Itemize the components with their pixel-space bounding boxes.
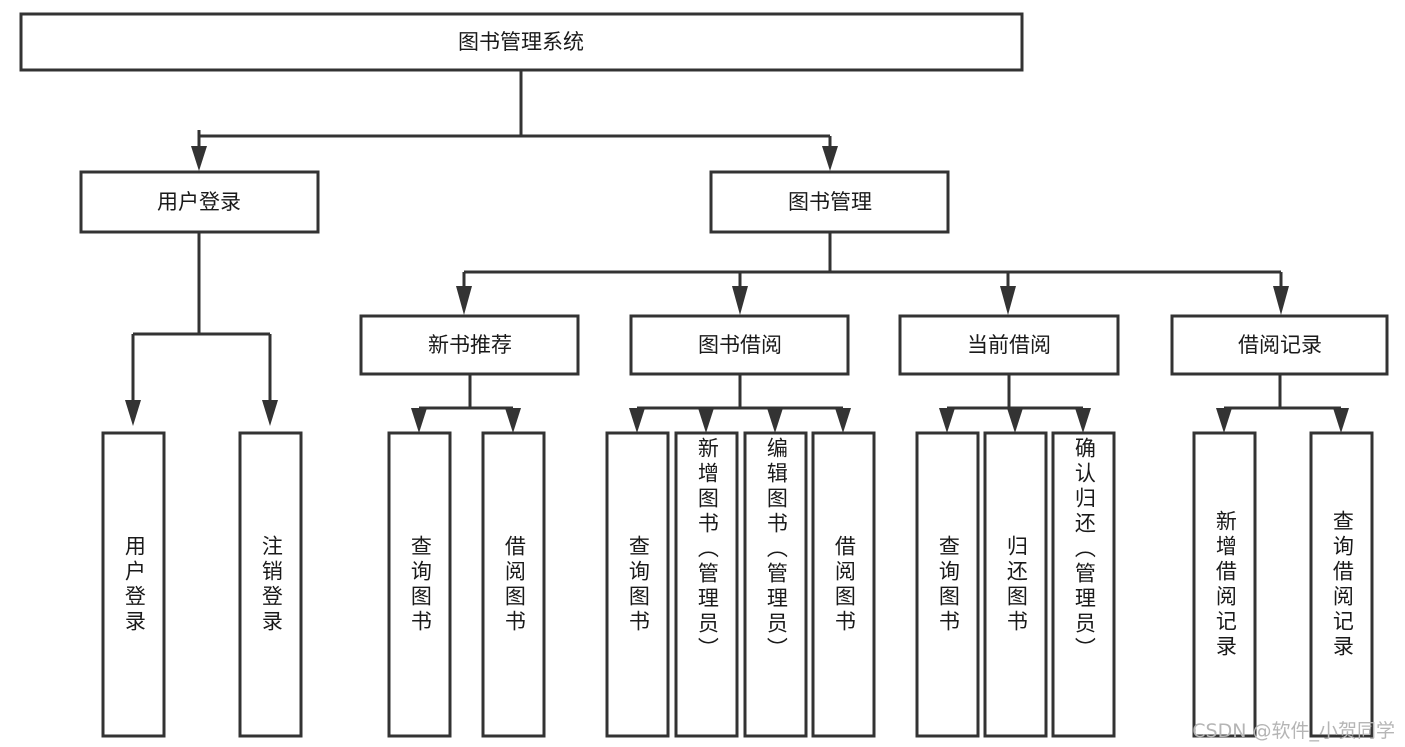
leaf-box-br-add-record[interactable]: [1192, 431, 1257, 738]
leaf-label-cb-query-book: 查询图书: [936, 534, 961, 635]
leaf-box-bb-query-book[interactable]: [605, 431, 670, 738]
leaf-label-wrap-nb-query-book: 查询图书: [389, 433, 450, 736]
arrow-head-current-borrow-2: [1007, 408, 1023, 433]
node-label-user-login: 用户登录: [157, 190, 241, 214]
leaf-box-cb-confirm-return[interactable]: [1051, 431, 1116, 738]
arrow-head-new-book-2: [505, 408, 521, 433]
node-box-current-borrow[interactable]: [898, 314, 1120, 376]
leaf-label-cb-return-book: 归还图书: [1004, 534, 1029, 635]
node-label-root: 图书管理系统: [458, 30, 584, 54]
arrow-head-new-book-1: [411, 408, 427, 433]
leaf-box-user-logout[interactable]: [238, 431, 303, 738]
leaf-box-bb-edit-book[interactable]: [743, 431, 808, 738]
arrow-head-book-borrow-4: [835, 408, 851, 433]
leaf-label-user-login: 用户登录: [122, 534, 147, 635]
leaf-label-wrap-bb-add-book: 新增图书（管理员）: [676, 433, 737, 736]
arrow-head-level3-3: [1000, 286, 1016, 315]
arrow-head-user-login-2: [262, 400, 278, 426]
leaf-label-bb-query-book: 查询图书: [626, 534, 651, 635]
leaf-label-wrap-nb-borrow-book: 借阅图书: [483, 433, 544, 736]
node-box-book-management[interactable]: [709, 170, 950, 234]
arrow-head-borrow-records-1: [1216, 408, 1232, 433]
leaf-label-wrap-bb-query-book: 查询图书: [607, 433, 668, 736]
leaf-label-wrap-cb-query-book: 查询图书: [917, 433, 978, 736]
leaf-label-br-query-record: 查询借阅记录: [1330, 509, 1355, 660]
leaf-box-user-login[interactable]: [101, 431, 166, 738]
arrow-head-level3-1: [456, 286, 472, 315]
leaf-label-wrap-bb-borrow-book: 借阅图书: [813, 433, 874, 736]
arrow-head-level2-left: [191, 146, 207, 171]
arrow-head-user-login-1: [125, 400, 141, 426]
leaf-label-wrap-br-query-record: 查询借阅记录: [1311, 433, 1372, 736]
leaf-label-nb-borrow-book: 借阅图书: [502, 534, 527, 635]
arrow-head-book-borrow-2: [698, 408, 714, 433]
leaf-box-cb-query-book[interactable]: [915, 431, 980, 738]
arrow-head-current-borrow-1: [939, 408, 955, 433]
node-label-book-borrow: 图书借阅: [698, 333, 782, 357]
node-label-new-book-recommend: 新书推荐: [428, 333, 512, 357]
node-label-current-borrow: 当前借阅: [967, 333, 1051, 357]
arrow-head-level3-4: [1273, 286, 1289, 315]
leaf-label-wrap-user-login: 用户登录: [103, 433, 164, 736]
leaf-label-wrap-cb-return-book: 归还图书: [985, 433, 1046, 736]
leaf-label-bb-edit-book: 编辑图书（管理员）: [764, 437, 789, 662]
node-label-borrow-records: 借阅记录: [1238, 333, 1322, 357]
node-label-book-management: 图书管理: [788, 190, 872, 214]
leaf-box-bb-add-book[interactable]: [674, 431, 739, 738]
leaf-box-nb-borrow-book[interactable]: [481, 431, 546, 738]
leaf-label-wrap-cb-confirm-return: 确认归还（管理员）: [1053, 433, 1114, 736]
leaf-label-wrap-bb-edit-book: 编辑图书（管理员）: [745, 433, 806, 736]
leaf-box-nb-query-book[interactable]: [387, 431, 452, 738]
leaf-label-br-add-record: 新增借阅记录: [1213, 509, 1238, 660]
arrow-head-level3-2: [732, 286, 748, 315]
arrow-head-current-borrow-3: [1075, 408, 1091, 433]
leaf-label-wrap-br-add-record: 新增借阅记录: [1194, 433, 1255, 736]
leaf-box-bb-borrow-book[interactable]: [811, 431, 876, 738]
leaf-box-cb-return-book[interactable]: [983, 431, 1048, 738]
leaf-label-nb-query-book: 查询图书: [408, 534, 433, 635]
leaf-label-wrap-user-logout: 注销登录: [240, 433, 301, 736]
leaf-box-br-query-record[interactable]: [1309, 431, 1374, 738]
leaf-label-bb-add-book: 新增图书（管理员）: [695, 437, 720, 662]
leaf-label-bb-borrow-book: 借阅图书: [832, 534, 857, 635]
arrow-head-book-borrow-3: [767, 408, 783, 433]
arrow-head-level2-right: [822, 146, 838, 171]
leaf-label-cb-confirm-return: 确认归还（管理员）: [1072, 437, 1097, 662]
arrow-head-book-borrow-1: [629, 408, 645, 433]
node-box-root[interactable]: [19, 12, 1024, 72]
leaf-label-user-logout: 注销登录: [259, 534, 284, 635]
node-box-user-login[interactable]: [79, 170, 320, 234]
node-box-new-book-recommend[interactable]: [359, 314, 580, 376]
arrow-head-borrow-records-2: [1333, 408, 1349, 433]
node-box-book-borrow[interactable]: [629, 314, 850, 376]
